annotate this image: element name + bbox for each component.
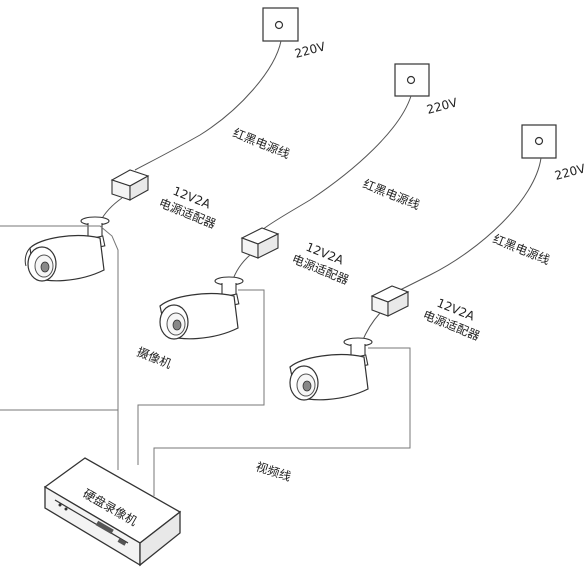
power-cable-2 xyxy=(261,95,412,231)
dvr-recorder xyxy=(43,457,182,567)
outlet-socket-icon xyxy=(406,75,416,85)
power-cable-3-label: 红黑电源线 xyxy=(491,231,552,267)
wall-outlet-icon xyxy=(262,7,299,42)
dc-cable-3 xyxy=(361,312,381,343)
adapter-1 xyxy=(110,169,150,201)
camera-1 xyxy=(24,216,110,282)
video-cable-1 xyxy=(0,225,119,411)
outlet-3 xyxy=(521,124,557,159)
outlet-2 xyxy=(394,63,430,97)
outlet-3-voltage-label: 220V xyxy=(553,161,587,183)
video-cable-3 xyxy=(153,347,411,496)
outlet-socket-icon xyxy=(274,20,284,30)
power-cable-2-label: 红黑电源线 xyxy=(361,176,422,212)
video-cable-2 xyxy=(137,289,265,465)
adapter-3 xyxy=(370,285,410,317)
power-cable-1-label: 红黑电源线 xyxy=(231,125,292,161)
wall-outlet-icon xyxy=(521,124,557,159)
camera-2 xyxy=(159,276,244,340)
power-cable-3 xyxy=(391,157,542,295)
video-cable-label: 视频线 xyxy=(254,459,293,484)
outlet-1-voltage-label: 220V xyxy=(293,39,327,61)
camera-label: 摄像机 xyxy=(135,344,174,371)
outlet-1 xyxy=(262,7,299,42)
outlet-socket-icon xyxy=(534,136,544,146)
wall-outlet-icon xyxy=(394,63,430,97)
outlet-2-voltage-label: 220V xyxy=(425,95,459,117)
camera-3 xyxy=(289,337,373,401)
power-cable-1 xyxy=(134,40,282,171)
adapter-2 xyxy=(240,227,280,259)
